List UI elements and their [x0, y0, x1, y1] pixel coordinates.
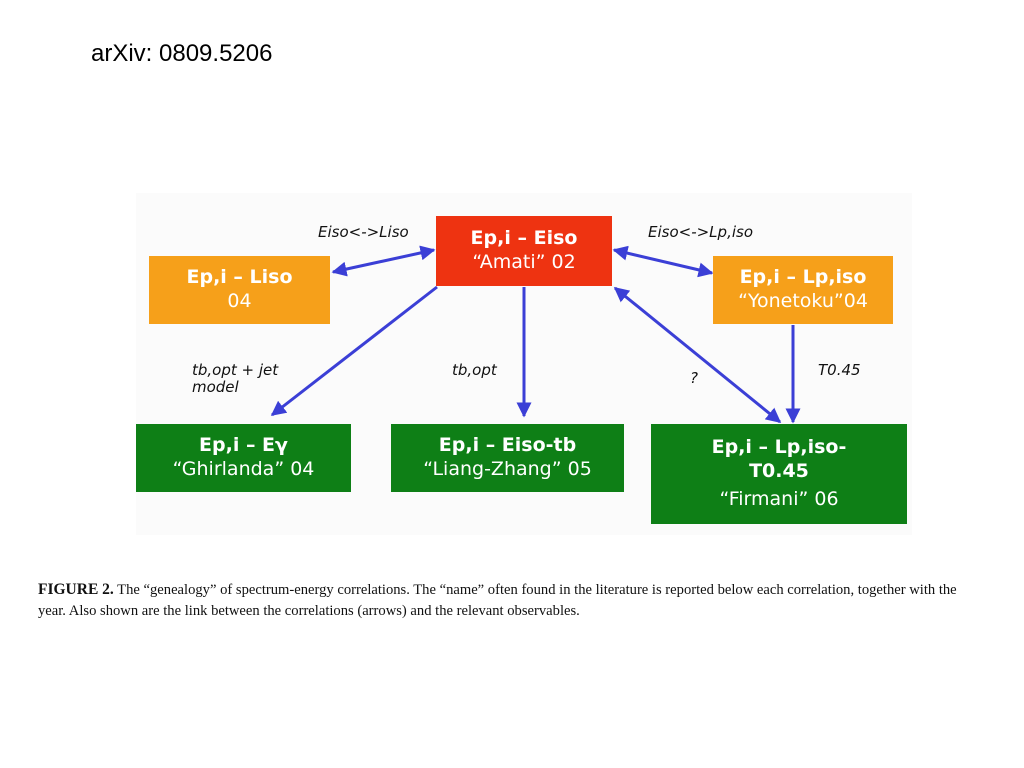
label-yonetoku-firmani: T0.45: [818, 361, 861, 379]
node-amati-title: Ep,i – Eiso: [470, 227, 578, 250]
arrow-amati-ghirlanda: [270, 285, 438, 417]
node-ghirlanda: Ep,i – Eγ “Ghirlanda” 04: [136, 424, 351, 492]
node-yonetoku-name: “Yonetoku”04: [738, 290, 868, 312]
node-liso-title: Ep,i – Liso: [186, 266, 293, 289]
node-amati-name: “Amati” 02: [472, 251, 576, 273]
node-yonetoku: Ep,i – Lp,iso “Yonetoku”04: [713, 256, 893, 324]
figure-caption-label: FIGURE 2.: [38, 581, 114, 598]
arxiv-id: arXiv: 0809.5206: [91, 40, 273, 67]
label-amati-liso: Eiso<->Liso: [318, 223, 409, 241]
node-firmani: Ep,i – Lp,iso- T0.45 “Firmani” 06: [651, 424, 907, 524]
figure-caption: FIGURE 2. The “genealogy” of spectrum-en…: [38, 579, 988, 623]
arrow-amati-firmani: [613, 286, 782, 424]
arrow-amati-liso: [331, 245, 436, 277]
label-amati-liang-zhang: tb,opt: [452, 361, 497, 379]
figure-caption-text: The “genealogy” of spectrum-energy corre…: [38, 582, 957, 620]
arrow-amati-yonetoku: [612, 245, 714, 278]
label-amati-ghirlanda: tb,opt + jet model: [192, 361, 279, 397]
label-amati-firmani: ?: [690, 369, 698, 387]
node-liang-zhang-name: “Liang-Zhang” 05: [423, 458, 592, 480]
node-yonetoku-title: Ep,i – Lp,iso: [739, 266, 867, 289]
node-liang-zhang-title: Ep,i – Eiso-tb: [438, 434, 577, 457]
node-firmani-name: “Firmani” 06: [719, 487, 839, 510]
node-liso: Ep,i – Liso 04: [149, 256, 330, 324]
node-ghirlanda-name: “Ghirlanda” 04: [172, 458, 315, 480]
node-firmani-title: Ep,i – Lp,iso- T0.45: [711, 436, 847, 483]
node-amati: Ep,i – Eiso “Amati” 02: [436, 216, 612, 286]
label-amati-yonetoku: Eiso<->Lp,iso: [648, 223, 753, 241]
node-liso-name: 04: [227, 290, 252, 312]
node-liang-zhang: Ep,i – Eiso-tb “Liang-Zhang” 05: [391, 424, 624, 492]
node-ghirlanda-title: Ep,i – Eγ: [199, 434, 288, 457]
